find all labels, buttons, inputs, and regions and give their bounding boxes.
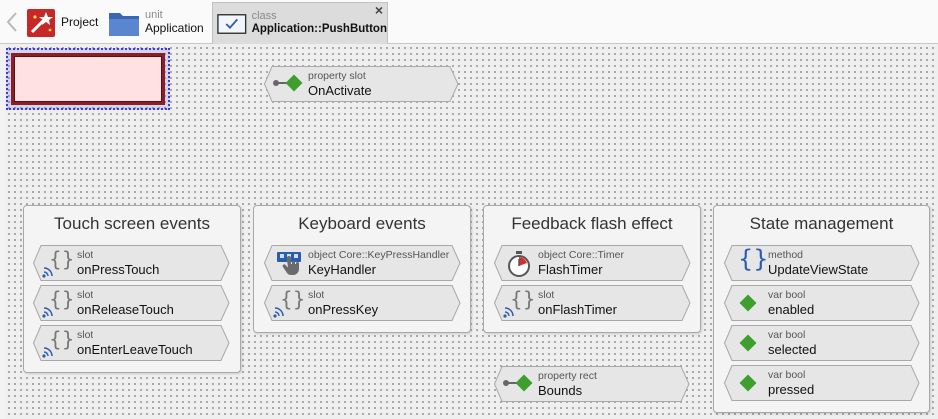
slot-icon: {} <box>42 327 74 358</box>
member-name: onEnterLeaveTouch <box>77 342 193 357</box>
tab-project-label: Project <box>61 15 99 29</box>
member-kind: method <box>768 250 804 261</box>
tab-unit-label: Application <box>145 21 204 35</box>
project-icon <box>27 8 55 37</box>
variable-icon <box>736 330 760 356</box>
close-tab-icon[interactable]: × <box>374 2 383 18</box>
variable-icon <box>736 370 760 396</box>
member-name: enabled <box>768 302 815 317</box>
member-kind: slot <box>538 290 555 301</box>
slot-icon: {} <box>42 247 74 278</box>
tab-unit[interactable]: unit Application <box>108 2 212 43</box>
member-enabled[interactable]: var bool enabled <box>724 285 920 321</box>
member-kind: slot <box>308 290 325 301</box>
member-onflashtimer[interactable]: {} slot onFlashTimer <box>494 285 691 321</box>
group-title: Keyboard events <box>298 214 426 233</box>
member-name: onFlashTimer <box>538 302 617 317</box>
member-selected[interactable]: var bool selected <box>724 325 920 361</box>
member-keyhandler[interactable]: object Core::KeyPressHandler KeyHandler <box>264 245 461 281</box>
tab-class-label: Application::PushButton <box>251 23 387 35</box>
slot-icon: {} <box>42 287 74 318</box>
member-name: OnActivate <box>308 83 372 98</box>
member-flashtimer[interactable]: object Core::Timer FlashTimer <box>494 245 691 281</box>
folder-icon <box>109 12 139 36</box>
member-kind: var bool <box>768 290 806 301</box>
member-name: FlashTimer <box>538 262 603 277</box>
slot-icon: {} <box>503 287 535 318</box>
member-name: KeyHandler <box>308 262 376 277</box>
tab-class-kind: class <box>251 10 277 22</box>
member-kind: property slot <box>308 71 366 82</box>
method-icon: {} <box>738 245 769 273</box>
member-kind: object Core::Timer <box>538 250 624 261</box>
member-pressed[interactable]: var bool pressed <box>724 365 920 401</box>
member-name: onPressKey <box>308 302 379 317</box>
chevron-left-icon <box>6 12 17 32</box>
member-kind: var bool <box>768 370 806 381</box>
editor-tab-bar: Project unit Application class Applicati… <box>0 0 938 44</box>
member-kind: object Core::KeyPressHandler <box>308 250 450 261</box>
variable-icon <box>736 290 760 316</box>
member-onenterleavetouch[interactable]: {} slot onEnterLeaveTouch <box>33 325 230 361</box>
member-name: onReleaseTouch <box>77 302 174 317</box>
class-checkbox-icon <box>217 13 247 34</box>
property-rect-icon <box>503 371 533 397</box>
member-kind: slot <box>77 290 94 301</box>
tab-project[interactable]: Project <box>26 2 104 43</box>
member-name: UpdateViewState <box>768 262 869 277</box>
member-onpresskey[interactable]: {} slot onPressKey <box>264 285 461 321</box>
group-title: Touch screen events <box>54 214 210 233</box>
member-bounds[interactable]: property rect Bounds <box>494 366 690 402</box>
member-onactivate[interactable]: property slot OnActivate <box>264 66 459 102</box>
member-name: Bounds <box>538 383 583 398</box>
member-kind: var bool <box>768 330 806 341</box>
member-name: pressed <box>768 382 815 397</box>
group-title: Feedback flash effect <box>511 214 673 233</box>
member-kind: slot <box>77 250 94 261</box>
property-slot-icon <box>273 71 303 97</box>
member-onreleasetouch[interactable]: {} slot onReleaseTouch <box>33 285 230 321</box>
member-kind: property rect <box>538 371 597 382</box>
member-onpresstouch[interactable]: {} slot onPressTouch <box>33 245 230 281</box>
member-name: selected <box>768 342 817 357</box>
back-button[interactable] <box>2 8 22 36</box>
member-updateviewstate[interactable]: {} method UpdateViewState <box>724 245 920 281</box>
keypress-handler-icon <box>276 250 301 276</box>
member-kind: slot <box>77 330 94 341</box>
timer-icon <box>506 250 530 277</box>
tab-class[interactable]: class Application::PushButton × <box>212 2 388 44</box>
pushbutton-frame-rect[interactable] <box>11 53 165 105</box>
group-title: State management <box>749 214 894 233</box>
tab-unit-kind: unit <box>145 9 163 21</box>
slot-icon: {} <box>273 287 305 318</box>
member-name: onPressTouch <box>77 262 160 277</box>
